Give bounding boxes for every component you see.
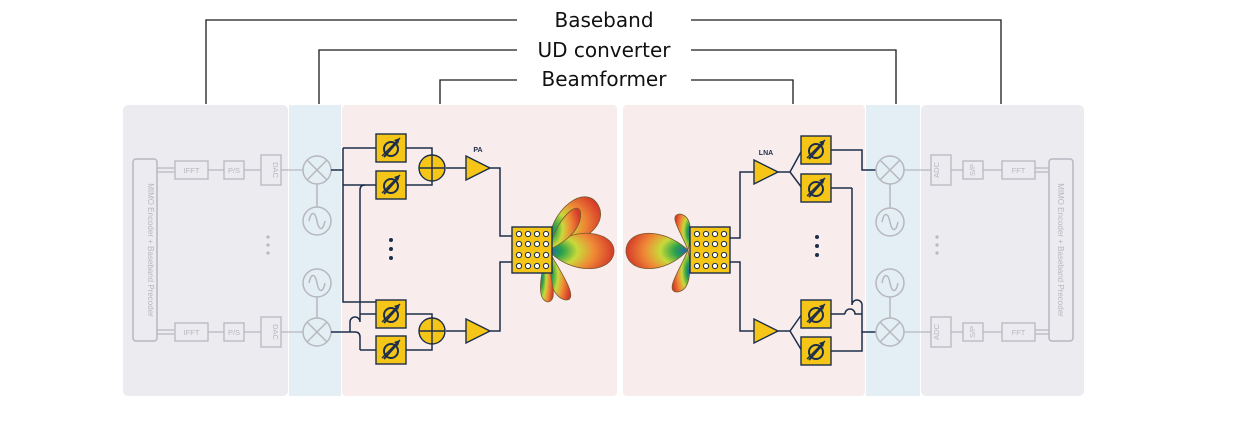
tx-phase-shifter-4 [375,335,407,365]
rx-phase-shifter-1 [800,135,832,165]
rx-converter-block [866,105,920,396]
tx-ifft-1: IFFT [184,166,200,175]
tx-adder-1 [418,154,446,182]
rx-sp-2: S/P [968,326,977,338]
header-brackets [205,19,1002,104]
tx-converter [302,155,332,347]
rx-adc-2: ADC [932,324,941,340]
tx-precoder-label: MIMO Encoder + Baseband Precoder [146,183,155,317]
tx-beam-pattern [511,196,615,303]
rx-phase-shifter-2 [800,173,832,203]
rx-decoder-block [1048,158,1074,342]
tx-converter-block [289,105,341,396]
rx-beam-pattern [625,213,731,293]
tx-wiring [331,147,512,351]
rx-fft-2: FFT [1012,328,1026,337]
rx-phase-shifter-3 [800,299,832,329]
tx-ps-2: P/S [228,328,240,337]
tx-dac-2: DAC [271,324,280,340]
label-baseband: Baseband [554,8,654,32]
rx-baseband-block [921,105,1084,396]
tx-components: PA [375,133,491,365]
label-beamformer: Beamformer [541,67,667,91]
tx-beamformer-block [342,105,617,396]
tx-precoder-block [132,158,158,342]
rx-components: LNA [753,135,832,366]
tx-baseband-block [123,105,288,396]
tx-phase-shifter-3 [375,299,407,329]
tx-antenna-array [511,226,553,274]
rx-phase-shifter-4 [800,336,832,366]
tx-phase-shifter-1 [375,133,407,163]
tx-pa-label: PA [473,147,482,154]
rx-decoder-label: MIMO Encoder + Baseband Precoder [1056,183,1065,317]
tx-ifft-2: IFFT [184,328,200,337]
tx-dac-1: DAC [271,162,280,178]
rx-adc-1: ADC [932,162,941,178]
tx-baseband-chain: MIMO Encoder + Baseband Precoder IFFT P/… [132,154,303,348]
tx-ps-1: P/S [228,166,240,175]
rx-lna-label: LNA [759,150,773,157]
label-ud-converter: UD converter [537,38,671,62]
rx-wiring [730,149,876,352]
tx-phase-shifter-2 [375,170,407,200]
rx-baseband-chain: ADC S/P FFT ADC S/P FFT MIMO Encoder + B… [904,154,1074,348]
rx-fft-1: FFT [1012,166,1026,175]
tx-adder-2 [418,317,446,345]
rx-converter [875,155,905,347]
rx-antenna-array [689,226,731,274]
rx-sp-1: S/P [968,164,977,176]
